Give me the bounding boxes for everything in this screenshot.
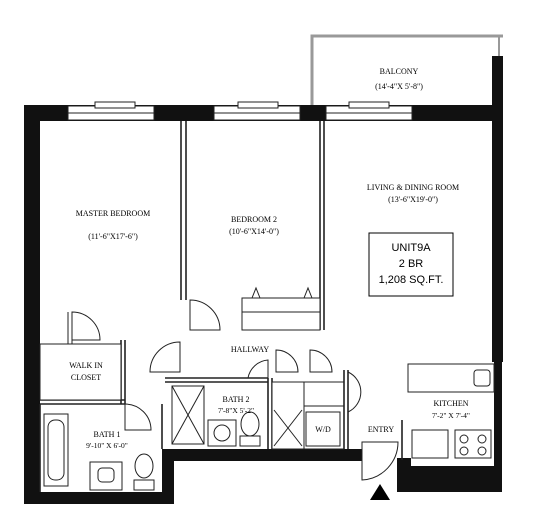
bath-2-vanity [207, 419, 237, 447]
living-dining-dims: (13'-6"X19'-0") [388, 195, 438, 204]
bedroom-2-dims: (10'-6"X14'-0") [229, 227, 279, 236]
door-swings [71, 286, 399, 481]
linen-closet-x [273, 409, 303, 447]
interior-walls [39, 121, 403, 492]
unit-type: 2 BR [399, 258, 424, 270]
window-living-room [325, 101, 413, 121]
hallway-label: HALLWAY [231, 345, 269, 354]
bath-2-toilet [239, 411, 261, 447]
bathtub [43, 413, 69, 487]
kitchen-counter [407, 363, 495, 393]
balcony-dims: (14'-4"X 5'-8") [375, 82, 423, 91]
bath-1-vanity [89, 461, 123, 491]
unit-number: UNIT9A [391, 242, 431, 254]
unit-area: 1,208 SQ.FT. [379, 274, 444, 286]
kitchen-range [454, 429, 492, 459]
kitchen-fridge [411, 429, 449, 459]
entry-label: ENTRY [368, 425, 394, 434]
bath-2-label: BATH 2 [223, 395, 250, 404]
kitchen-label: KITCHEN [433, 399, 468, 408]
kitchen-dims: 7'-2" X 7'-4" [432, 411, 470, 420]
entry-arrow-icon [370, 484, 390, 500]
window-master-bedroom [67, 101, 155, 121]
master-bedroom-label: MASTER BEDROOM [76, 209, 150, 218]
washer-dryer-box [305, 411, 341, 447]
master-bedroom-dims: (11'-6"X17'-6") [88, 232, 138, 241]
bath-1-label: BATH 1 [94, 430, 121, 439]
unit-info-box [368, 232, 454, 297]
living-dining-label: LIVING & DINING ROOM [367, 183, 459, 192]
walk-in-closet-label-1: WALK IN [69, 361, 103, 370]
washer-dryer-label: W/D [315, 425, 331, 434]
bath-1-dims: 9'-10" X 6'-0" [86, 441, 128, 450]
shower-stall [171, 385, 205, 445]
walk-in-closet-label-2: CLOSET [71, 373, 101, 382]
bath-1-toilet [133, 453, 155, 491]
window-bedroom-2 [213, 101, 301, 121]
balcony-label: BALCONY [380, 67, 419, 76]
bedroom-2-label: BEDROOM 2 [231, 215, 277, 224]
bath-2-dims: 7'-8"X 5'-2" [218, 406, 254, 415]
